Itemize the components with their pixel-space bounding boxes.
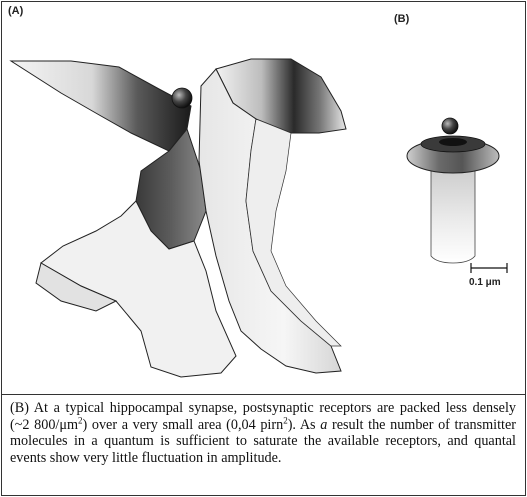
caption-divider — [1, 394, 526, 395]
neurotransmitter-vesicle — [172, 88, 192, 108]
synapse-illustration — [1, 1, 524, 391]
panel-b-label: (B) — [394, 13, 409, 25]
scale-bar-label: 0.1 μm — [469, 277, 501, 288]
caption-text-3: ). As — [288, 417, 321, 433]
figure-caption: (B) At a typical hippocampal synapse, po… — [10, 400, 516, 466]
figure-area: (A) (B) 0.1 μm — [1, 1, 524, 391]
scale-bar — [471, 263, 507, 273]
panel-b-receptor-illustration — [407, 118, 499, 263]
caption-text-2: ) over a very small area (0,04 pirn — [83, 417, 284, 433]
panel-a-label: (A) — [8, 5, 23, 17]
